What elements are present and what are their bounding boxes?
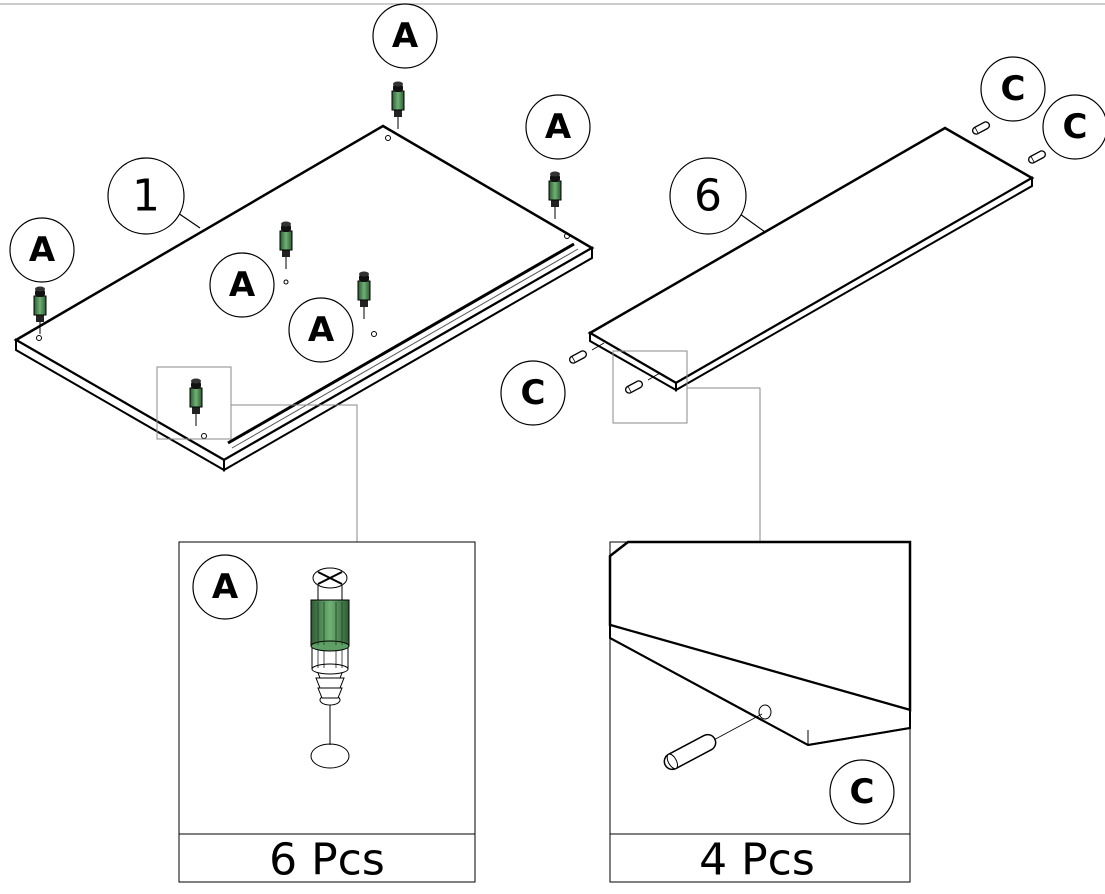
panel-1 [13, 124, 595, 472]
dowel-illustration [663, 733, 717, 771]
cam-label-center: A [229, 265, 256, 305]
dowel-label-top: C [1001, 69, 1026, 109]
detail-callout-box-dowel [612, 350, 688, 424]
cam-bolt-illustration [310, 567, 350, 769]
part-6-label: 6 [694, 171, 722, 222]
cam-label-top: A [392, 16, 419, 56]
detail-dowel-label: C [850, 772, 875, 812]
dowel-label-right: C [1063, 107, 1088, 147]
detail-callout-line-cam [231, 404, 358, 542]
part-6-circle [669, 157, 747, 235]
cam-label-left: A [29, 230, 56, 270]
detail-panel-dowel: C 4 Pcs [608, 540, 912, 886]
dowel-quantity: 4 Pcs [699, 835, 815, 886]
dowel-3 [567, 349, 589, 365]
detail-callout-line-dowel [687, 387, 761, 542]
detail-panel-cam: A [178, 541, 476, 886]
cam-quantity: 6 Pcs [269, 835, 385, 886]
part-1-label: 1 [132, 171, 160, 222]
detail-cam-label: A [212, 567, 239, 607]
dowel-2 [1026, 149, 1048, 165]
cam-label-center-lower: A [308, 310, 335, 350]
dowel-label-left: C [521, 373, 546, 413]
dowel-1 [970, 120, 992, 136]
part-1-circle [107, 157, 185, 235]
dowel-4 [623, 379, 645, 395]
cam-label-right: A [545, 107, 572, 147]
cam-fitting-3 [548, 171, 562, 220]
cam-fitting-2 [391, 81, 405, 130]
detail-callout-box-cam [156, 366, 232, 440]
